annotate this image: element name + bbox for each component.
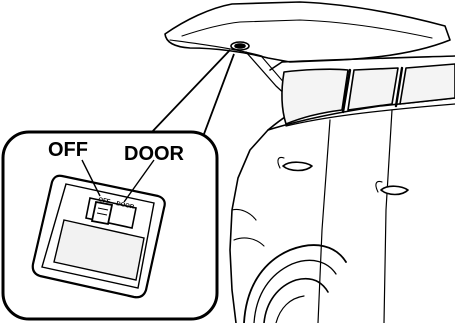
side-window-rear: [348, 68, 398, 110]
callout-leader: [150, 50, 234, 134]
door-handle-rear: [283, 162, 312, 170]
label-door: DOOR: [124, 143, 185, 165]
door-handle-front: [381, 186, 408, 194]
liftgate: [165, 2, 450, 62]
car-body: [230, 108, 300, 323]
callout-box: OFF DOOR OFF DOOR: [3, 132, 217, 319]
wheel-arch: [244, 245, 346, 323]
label-off: OFF: [48, 139, 88, 161]
side-window-front: [400, 64, 455, 104]
